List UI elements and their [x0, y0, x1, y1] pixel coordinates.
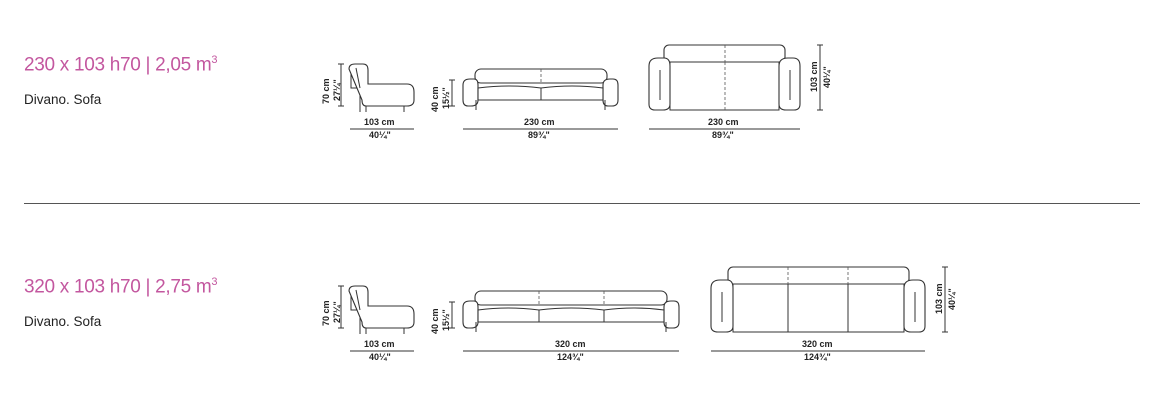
top-view [648, 44, 801, 111]
top-width-cm: 230 cm [708, 117, 739, 127]
top-width-in: 89¾" [712, 130, 734, 140]
top-depth-dim: 103 cm 40¼" [809, 44, 832, 111]
top-depth-cm: 103 cm [934, 283, 944, 314]
side-height-cm: 70 cm [321, 300, 331, 326]
product-spec: 320 x 103 h70 | 2,75 m3 [24, 276, 218, 298]
side-height-dim: 70 cm 27¼" [321, 285, 344, 329]
front-width-in: 89¾" [528, 130, 550, 140]
front-width-dim: 320 cm 124¾" [463, 339, 679, 362]
depth-dim: 103 cm 40¼" [350, 117, 414, 140]
side-height-cm: 70 cm [321, 78, 331, 104]
top-width-in: 124¾" [804, 352, 831, 362]
front-width-dim: 230 cm 89¾" [463, 117, 618, 140]
product-1: 230 x 103 h70 | 2,05 m3 Divano. Sofa 70 … [0, 0, 1170, 170]
seat-height-cm: 40 cm [430, 86, 440, 112]
side-height-dim: 70 cm 27¼" [321, 63, 344, 107]
depth-cm: 103 cm [364, 339, 395, 349]
top-width-dim: 320 cm 124¾" [711, 339, 925, 362]
front-width-cm: 320 cm [555, 339, 586, 349]
depth-in: 40¼" [369, 130, 391, 140]
product-description: Divano. Sofa [24, 92, 102, 107]
depth-dim: 103 cm 40¼" [350, 339, 414, 362]
front-view [462, 290, 680, 332]
seat-height-cm: 40 cm [430, 308, 440, 334]
seat-height-dim: 40 cm 15½" [430, 301, 455, 334]
product-2: 320 x 103 h70 | 2,75 m3 Divano. Sofa 70 … [0, 222, 1170, 392]
product-description: Divano. Sofa [24, 314, 102, 329]
front-view [462, 68, 619, 110]
product-spec: 230 x 103 h70 | 2,05 m3 [24, 54, 218, 76]
top-view [710, 266, 926, 333]
sofa-drawings: 70 cm 27¼" 103 cm 40¼" 40 cm 15½" [321, 44, 832, 140]
top-depth-cm: 103 cm [809, 61, 819, 92]
front-width-cm: 230 cm [524, 117, 555, 127]
depth-in: 40¼" [369, 352, 391, 362]
side-view [348, 285, 415, 334]
top-width-dim: 230 cm 89¾" [649, 117, 800, 140]
top-depth-in: 40¼" [947, 288, 957, 310]
section-divider [24, 203, 1140, 204]
sofa-drawings: 70 cm 27¼" 103 cm 40¼" 40 cm 15½" [321, 266, 957, 362]
seat-height-in: 15½" [441, 309, 451, 331]
top-width-cm: 320 cm [802, 339, 833, 349]
seat-height-dim: 40 cm 15½" [430, 79, 455, 112]
top-depth-in: 40¼" [822, 66, 832, 88]
side-height-in: 27¼" [332, 301, 342, 323]
depth-cm: 103 cm [364, 117, 395, 127]
seat-height-in: 15½" [441, 87, 451, 109]
front-width-in: 124¾" [557, 352, 584, 362]
side-height-in: 27¼" [332, 79, 342, 101]
top-depth-dim: 103 cm 40¼" [934, 266, 957, 333]
side-view [348, 63, 415, 112]
